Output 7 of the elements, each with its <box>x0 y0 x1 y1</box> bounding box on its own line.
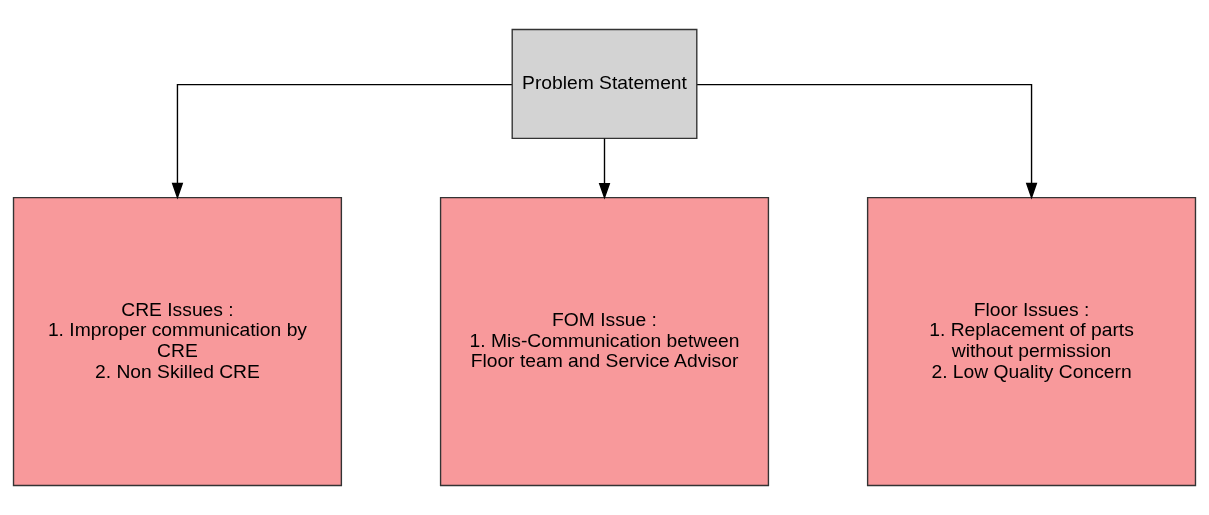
arrow <box>171 83 513 200</box>
node-box: Problem Statement <box>511 28 698 140</box>
node-box: Floor Issues : 1. Replacement of parts without permission 2. Low Quality Concern <box>866 196 1197 487</box>
node-box: CRE Issues : 1. Improper communication by CRE 2. Non Skilled CRE <box>12 196 343 487</box>
arrow <box>696 83 1038 200</box>
arrow <box>598 137 611 200</box>
node-box: FOM Issue : 1. Mis-Communication between Floor team and Service Advisor <box>439 196 770 487</box>
